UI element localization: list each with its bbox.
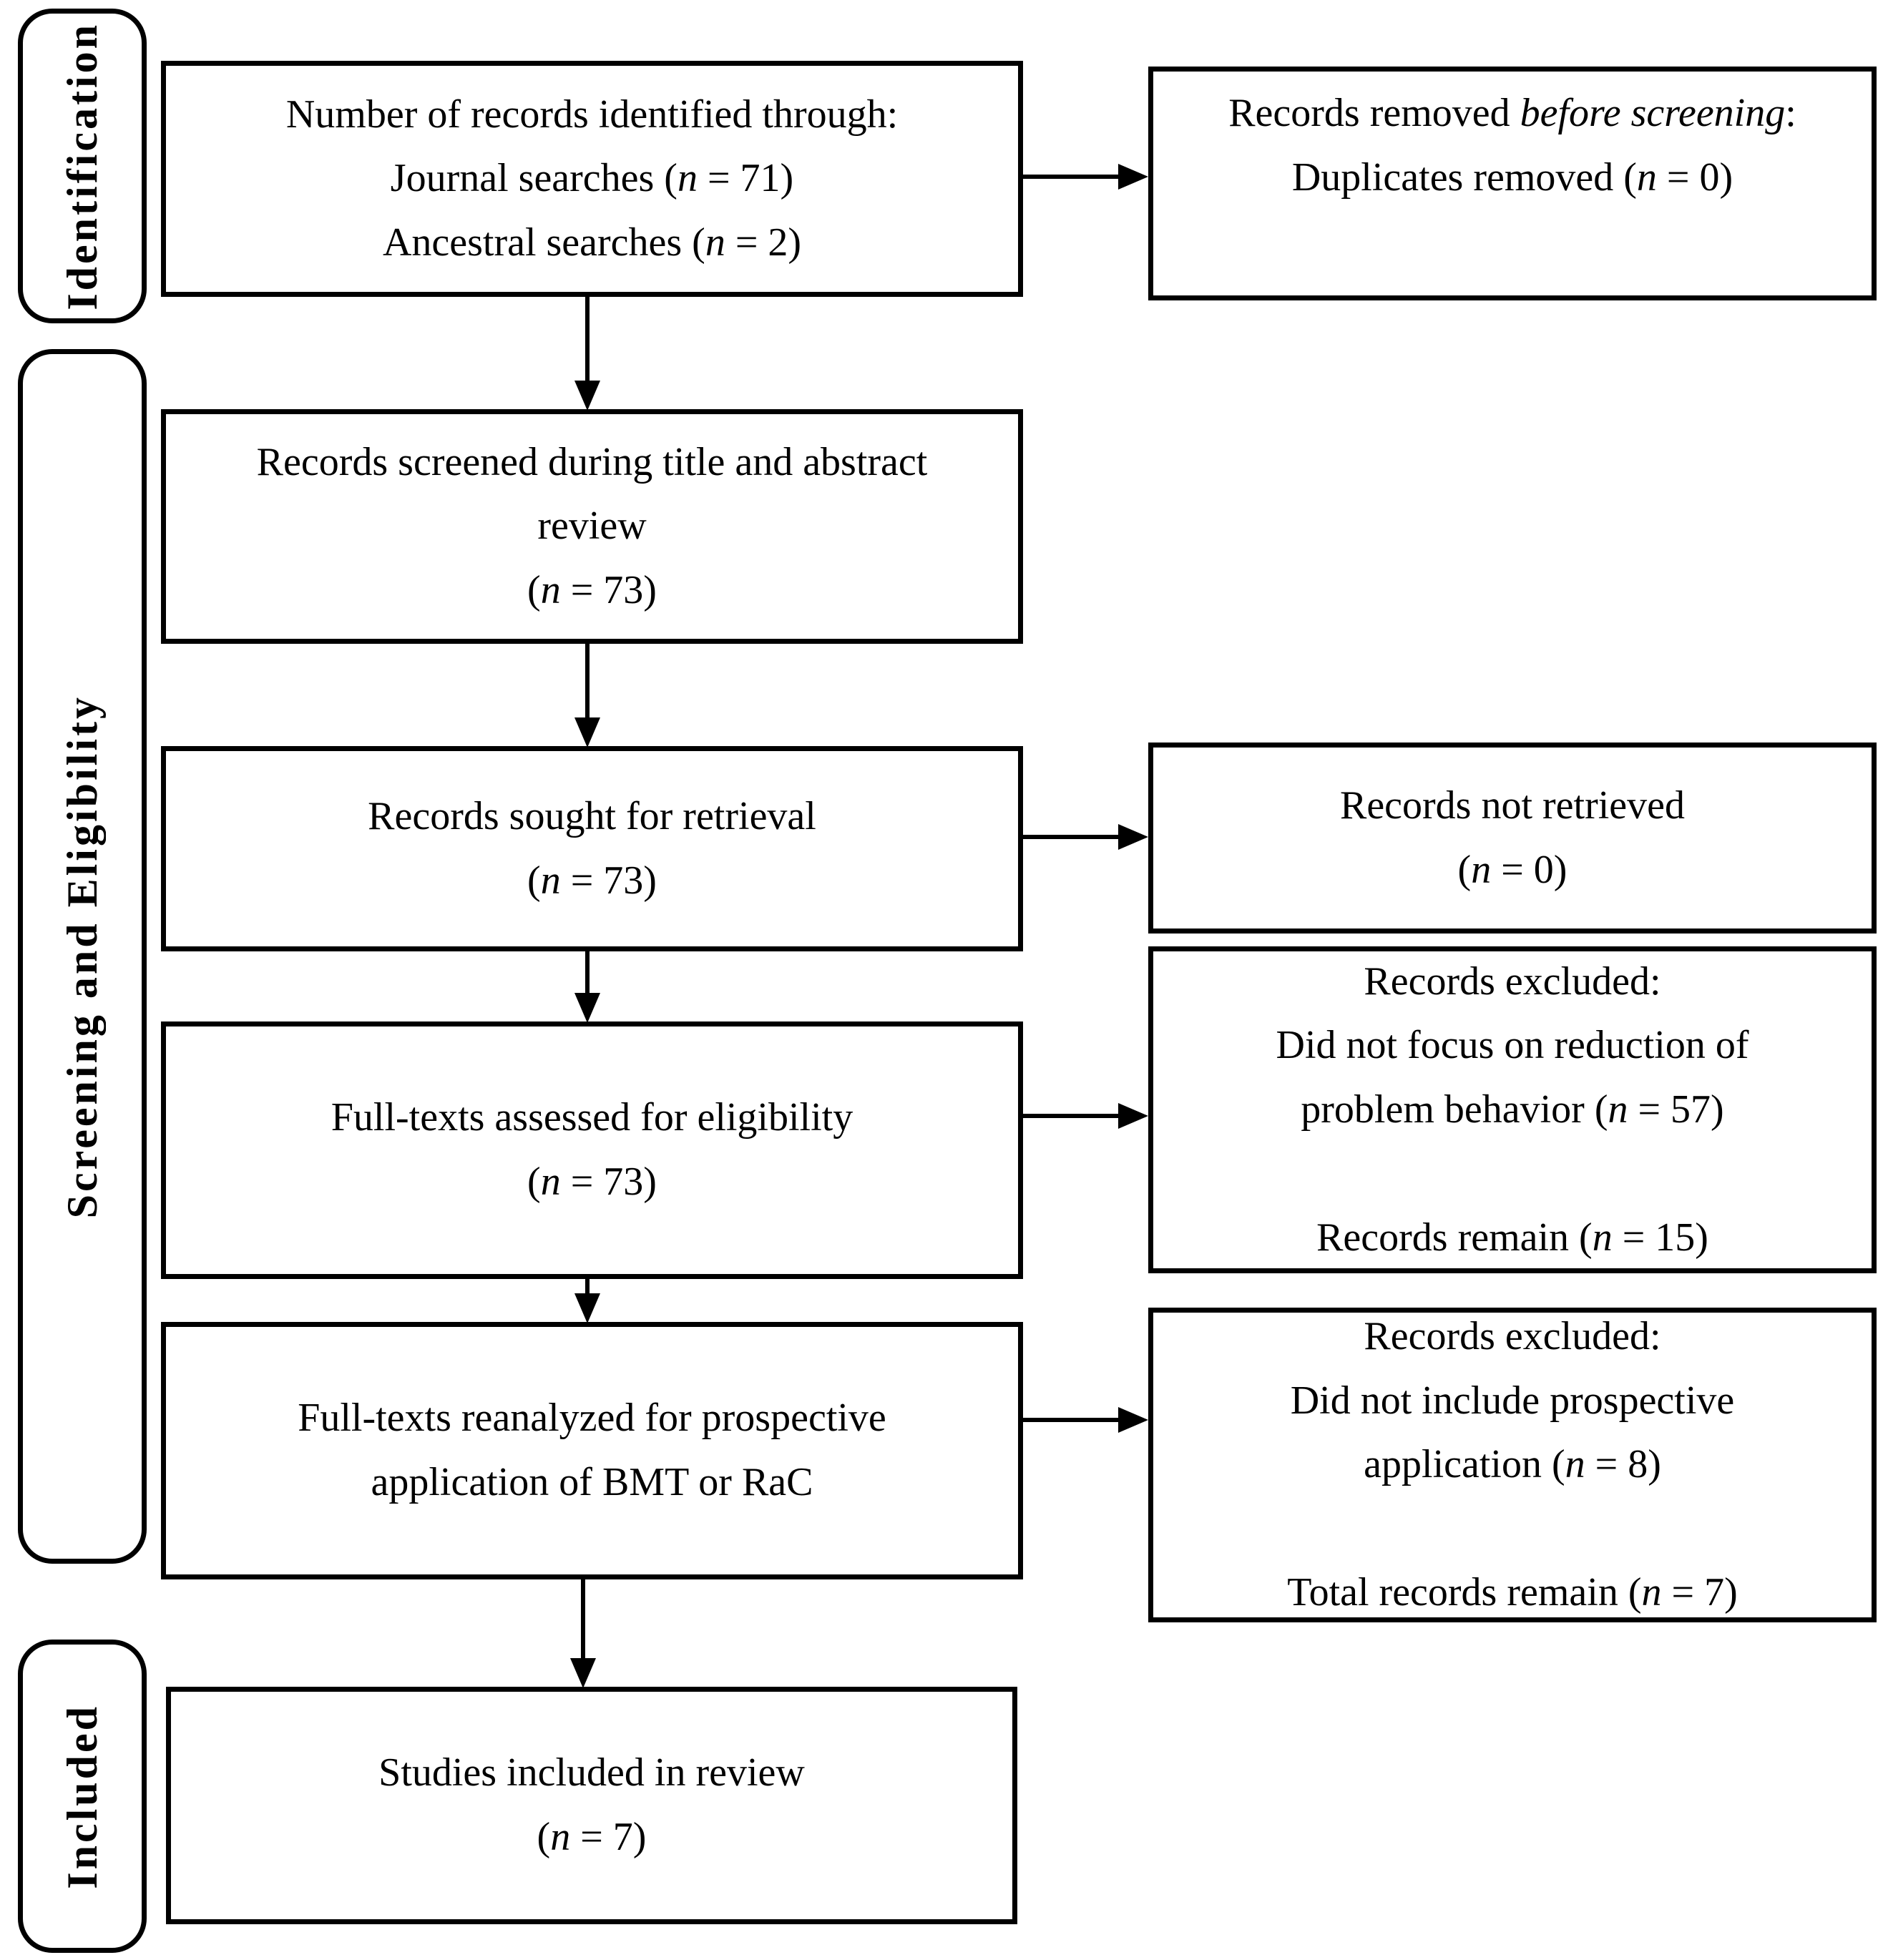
right-arrowhead-reanalyzed-to-excluded [1118,1407,1148,1433]
stage-label-included: Included [58,1703,106,1889]
box-records-not-retrieved: Records not retrieved(n = 0) [1148,743,1877,934]
down-arrowhead-screened-to-sought [574,717,600,748]
right-arrow-line-sought-to-notretrieved [1023,835,1118,839]
stage-pill-identification: Identification [18,9,147,323]
down-arrowhead-identified-to-screened [574,381,600,411]
right-arrow-line-assessed-to-excluded [1023,1114,1118,1118]
right-arrowhead-assessed-to-excluded [1118,1103,1148,1129]
down-arrow-line-sought-to-assessed [585,951,590,993]
box-studies-included: Studies included in review(n = 7) [166,1687,1017,1924]
stage-pill-screening-eligibility: Screening and Eligibility [18,349,147,1564]
right-arrowhead-sought-to-notretrieved [1118,824,1148,850]
down-arrowhead-reanalyzed-to-included [570,1658,596,1688]
down-arrowhead-sought-to-assessed [574,993,600,1023]
down-arrowhead-assessed-to-reanalyzed [574,1293,600,1323]
stage-label-screening-eligibility: Screening and Eligibility [58,694,106,1219]
right-arrow-line-reanalyzed-to-excluded [1023,1418,1118,1422]
right-arrow-line-identified-to-removed [1023,175,1118,179]
down-arrow-line-screened-to-sought [585,644,590,717]
box-fulltexts-assessed: Full-texts assessed for eligibility(n = … [161,1021,1023,1279]
stage-label-identification: Identification [58,21,106,310]
box-records-excluded-prospective: Records excluded:Did not include prospec… [1148,1308,1877,1622]
right-arrowhead-identified-to-removed [1118,164,1148,190]
box-records-sought-retrieval: Records sought for retrieval(n = 73) [161,746,1023,951]
down-arrow-line-assessed-to-reanalyzed [585,1279,590,1293]
box-records-removed-before-screening: Records removed before screening:Duplica… [1148,67,1877,300]
box-records-screened: Records screened during title and abstra… [161,409,1023,644]
box-records-excluded-focus: Records excluded:Did not focus on reduct… [1148,946,1877,1273]
down-arrow-line-identified-to-screened [585,297,590,381]
stage-pill-included: Included [18,1640,147,1953]
box-records-identified: Number of records identified through:Jou… [161,61,1023,297]
down-arrow-line-reanalyzed-to-included [581,1579,585,1658]
